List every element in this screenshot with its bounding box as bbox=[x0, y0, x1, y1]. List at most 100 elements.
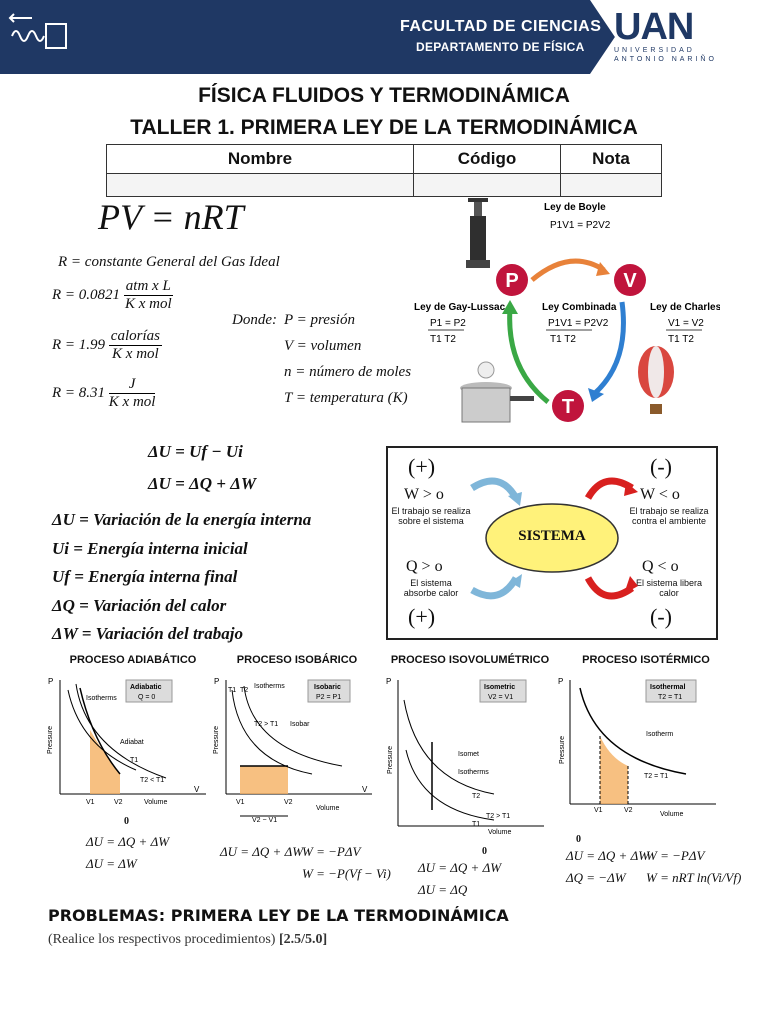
svg-text:Isotherms: Isotherms bbox=[86, 695, 117, 702]
spring-piston-icon bbox=[8, 13, 67, 49]
isothermal-eq1: ΔU = ΔQ + ΔW bbox=[566, 848, 650, 863]
svg-text:Isotherm: Isotherm bbox=[646, 731, 673, 738]
svg-text:Volume: Volume bbox=[488, 829, 511, 836]
w-negative: W < o bbox=[640, 486, 680, 503]
def-delta-q: ΔQ = Variación del calor bbox=[52, 596, 227, 615]
svg-text:V2 − V1: V2 − V1 bbox=[252, 817, 277, 824]
first-law-eq2: ΔU = ΔQ + ΔW bbox=[148, 474, 257, 493]
svg-text:Isometric: Isometric bbox=[484, 684, 515, 691]
adiabatic-graph: P Pressure Volume V Adiabatic Q = 0 Isot… bbox=[47, 677, 206, 806]
svg-text:T2 > T1: T2 > T1 bbox=[486, 813, 510, 820]
isovolumetric-eq2: ΔU = ΔQ bbox=[418, 882, 468, 897]
boyle-eq: P1V1 = P2V2 bbox=[550, 220, 611, 231]
isovolumetric-eq1: ΔU = ΔQ + ΔW bbox=[418, 860, 502, 875]
donde-label: Donde: bbox=[232, 312, 277, 328]
isothermal-eq2: ΔQ = −ΔW bbox=[566, 870, 626, 885]
isothermal-eq3: W = −PΔV bbox=[646, 848, 705, 863]
svg-text:V2 = V1: V2 = V1 bbox=[488, 694, 513, 701]
svg-text:Volume: Volume bbox=[316, 805, 339, 812]
arrow-in-bottom bbox=[470, 576, 520, 600]
boyle-label: Ley de Boyle bbox=[544, 202, 606, 213]
sign-convention-diagram: (+) (-) W > o El trabajo se realiza sobr… bbox=[386, 446, 718, 640]
svg-text:P: P bbox=[48, 677, 53, 686]
def-uf: Uf = Energía interna final bbox=[52, 567, 238, 586]
r-description: R = constante General del Gas Ideal bbox=[58, 254, 280, 270]
header-nombre: Nombre bbox=[106, 144, 414, 174]
problems-title: PROBLEMAS: PRIMERA LEY DE LA TERMODINÁMI… bbox=[48, 906, 509, 925]
svg-text:T1 T2: T1 T2 bbox=[668, 334, 694, 345]
node-p bbox=[496, 264, 528, 296]
nombre-cell[interactable] bbox=[106, 173, 414, 197]
gas-laws-diagram: P V T Ley de Boyle P1V1 = P2V2 Ley de Ga… bbox=[414, 198, 720, 423]
isothermal-zero: 0 bbox=[576, 834, 581, 845]
def-delta-w: ΔW = Variación del trabajo bbox=[52, 624, 244, 643]
svg-text:Pressure: Pressure bbox=[387, 746, 394, 774]
arrow-out-bottom bbox=[584, 576, 635, 600]
isothermal-eq4: W = nRT ln(Vi/Vf) bbox=[646, 870, 742, 885]
codigo-cell[interactable] bbox=[413, 173, 561, 197]
svg-text:Isotherms: Isotherms bbox=[254, 683, 285, 690]
logo-sub1: UNIVERSIDAD bbox=[614, 47, 695, 54]
svg-text:Pressure: Pressure bbox=[47, 726, 54, 754]
minus-top: (-) bbox=[650, 454, 672, 479]
svg-text:V2: V2 bbox=[284, 799, 293, 806]
q-positive-desc: El sistema absorbe calor bbox=[403, 578, 459, 598]
svg-text:Isomet: Isomet bbox=[458, 751, 479, 758]
svg-text:T1: T1 bbox=[228, 687, 236, 694]
q-negative: Q < o bbox=[642, 558, 679, 575]
q-negative-desc: El sistema libera calor bbox=[635, 578, 703, 598]
system-label: SISTEMA bbox=[518, 528, 586, 544]
svg-text:T1: T1 bbox=[472, 821, 480, 828]
def-ui: Ui = Energía interna inicial bbox=[52, 539, 248, 558]
isothermal-graph: P Pressure Volume Isothermal T2 = T1 Iso… bbox=[558, 677, 716, 818]
var-v: V = volumen bbox=[284, 338, 362, 354]
svg-text:P: P bbox=[505, 270, 518, 292]
node-t bbox=[552, 390, 584, 422]
faculty-name: FACULTAD DE CIENCIAS bbox=[400, 18, 602, 35]
svg-text:T2 = T1: T2 = T1 bbox=[644, 773, 668, 780]
q-positive: Q > o bbox=[406, 558, 443, 575]
svg-text:V2: V2 bbox=[624, 807, 633, 814]
svg-text:T1 T2: T1 T2 bbox=[430, 334, 456, 345]
svg-text:T: T bbox=[562, 396, 574, 418]
svg-text:V1: V1 bbox=[594, 807, 603, 814]
nota-cell[interactable] bbox=[560, 173, 662, 197]
process-adiabatic-title: PROCESO ADIABÁTICO bbox=[69, 654, 197, 666]
svg-text:T1: T1 bbox=[130, 757, 138, 764]
charles-label: Ley de Charles bbox=[650, 302, 720, 313]
svg-text:V: V bbox=[623, 270, 637, 292]
process-isothermal-title: PROCESO ISOTÉRMICO bbox=[582, 654, 710, 666]
svg-text:P1 = P2: P1 = P2 bbox=[430, 318, 466, 329]
ideal-gas-equation: PV = nRT bbox=[98, 197, 244, 237]
svg-text:V1: V1 bbox=[236, 799, 245, 806]
workshop-title: TALLER 1. PRIMERA LEY DE LA TERMODINÁMIC… bbox=[130, 116, 638, 139]
svg-text:Volume: Volume bbox=[144, 799, 167, 806]
first-law-eq1: ΔU = Uf − Ui bbox=[148, 442, 243, 461]
university-logo: UAN UNIVERSIDAD ANTONIO NARIÑO bbox=[614, 8, 718, 64]
svg-text:V: V bbox=[194, 785, 200, 794]
header-nota: Nota bbox=[560, 144, 662, 174]
svg-text:Isobar: Isobar bbox=[290, 721, 310, 728]
svg-text:Isobaric: Isobaric bbox=[314, 684, 341, 691]
svg-text:Adiabat: Adiabat bbox=[120, 739, 144, 746]
svg-text:T2 > T1: T2 > T1 bbox=[254, 721, 278, 728]
department-name: DEPARTAMENTO DE FÍSICA bbox=[416, 40, 585, 54]
svg-text:V: V bbox=[362, 785, 368, 794]
isobaric-eq3: W = −P(Vf − Vi) bbox=[302, 866, 391, 881]
isobaric-graph: P Pressure Volume V Isobaric P2 = P1 Iso… bbox=[213, 677, 372, 824]
svg-text:Volume: Volume bbox=[660, 811, 683, 818]
svg-text:V1: V1 bbox=[86, 799, 95, 806]
isobaric-eq2: W = −PΔV bbox=[302, 844, 361, 859]
minus-bottom: (-) bbox=[650, 604, 672, 629]
header-codigo: Código bbox=[413, 144, 561, 174]
plus-top: (+) bbox=[408, 454, 436, 479]
instructions: (Realice los respectivos procedimientos)… bbox=[48, 932, 328, 947]
hot-air-balloon-icon bbox=[638, 346, 674, 414]
gay-lussac-label: Ley de Gay-Lussac bbox=[414, 302, 506, 313]
var-p: P = presión bbox=[284, 312, 355, 328]
pressure-cooker-icon bbox=[460, 361, 534, 423]
system-ellipse bbox=[485, 503, 619, 573]
svg-text:Adiabatic: Adiabatic bbox=[130, 684, 162, 691]
student-table: Nombre Código Nota bbox=[106, 144, 662, 197]
